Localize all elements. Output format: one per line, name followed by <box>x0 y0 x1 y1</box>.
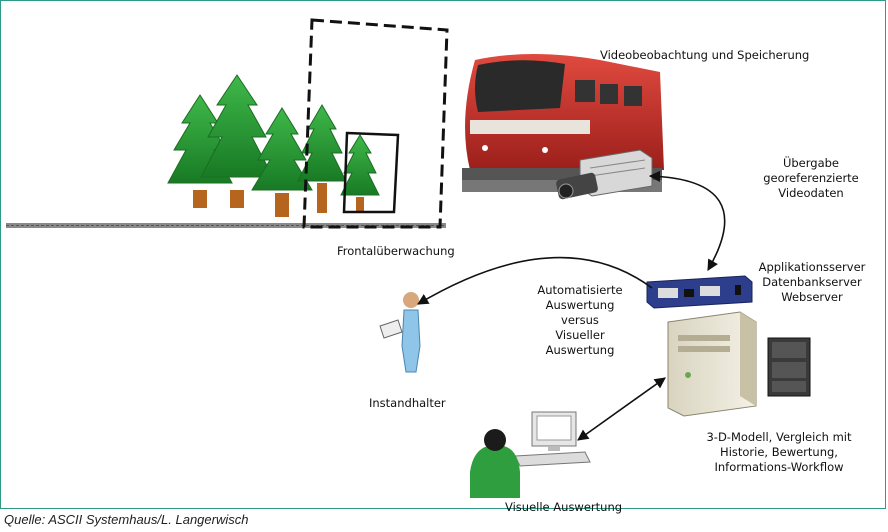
workstation <box>470 411 591 498</box>
label-line: Datenbankserver <box>762 275 862 289</box>
label-line: Automatisierte <box>537 283 623 297</box>
label-line: Webserver <box>781 290 843 304</box>
server-tower <box>667 311 757 417</box>
blade-server <box>767 337 811 397</box>
label-line: versus <box>561 313 599 327</box>
tree <box>297 104 347 213</box>
label-instandhalter: Instandhalter <box>369 396 446 410</box>
label-line: 3-D-Modell, Vergleich mit <box>706 430 852 444</box>
tree <box>200 74 274 208</box>
label-line: Applikationsserver <box>758 260 866 274</box>
label-frontal: Frontalüberwachung <box>337 244 455 258</box>
source-caption: Quelle: ASCII Systemhaus/L. Langerwisch <box>4 512 249 527</box>
label-servers: Applikationsserver Datenbankserver Webse… <box>752 260 872 305</box>
frontal-view-frame <box>302 18 449 229</box>
diagram-frame <box>0 0 886 509</box>
camera-recorder <box>556 149 653 200</box>
label-uebergabe: Übergabe georeferenzierte Videodaten <box>760 156 862 201</box>
track <box>6 223 446 228</box>
arrow-appliance-to-maintainer <box>417 256 653 305</box>
label-line: Informations-Workflow <box>714 460 844 474</box>
label-line: Auswertung <box>545 298 615 312</box>
network-appliance <box>646 275 753 309</box>
arrows <box>417 170 726 441</box>
label-visuell: Visuelle Auswertung <box>505 500 623 514</box>
tree <box>340 134 380 211</box>
label-modell: 3-D-Modell, Vergleich mit Historie, Bewe… <box>693 430 865 475</box>
label-line: Auswertung <box>545 343 615 357</box>
label-auswertung: Automatisierte Auswertung versus Visuell… <box>528 283 632 358</box>
tree <box>251 107 313 217</box>
label-video: Videobeobachtung und Speicherung <box>600 48 810 62</box>
label-line: Visueller <box>555 328 605 342</box>
label-line: Videodaten <box>778 186 844 200</box>
forest <box>167 74 380 217</box>
arrow-server-to-workstation <box>577 377 666 441</box>
maintainer-person <box>379 292 421 373</box>
label-line: Historie, Bewertung, <box>720 445 838 459</box>
arrow-video-to-appliance <box>648 170 726 271</box>
label-line: Übergabe <box>782 156 840 170</box>
label-line: georeferenzierte <box>763 171 859 185</box>
